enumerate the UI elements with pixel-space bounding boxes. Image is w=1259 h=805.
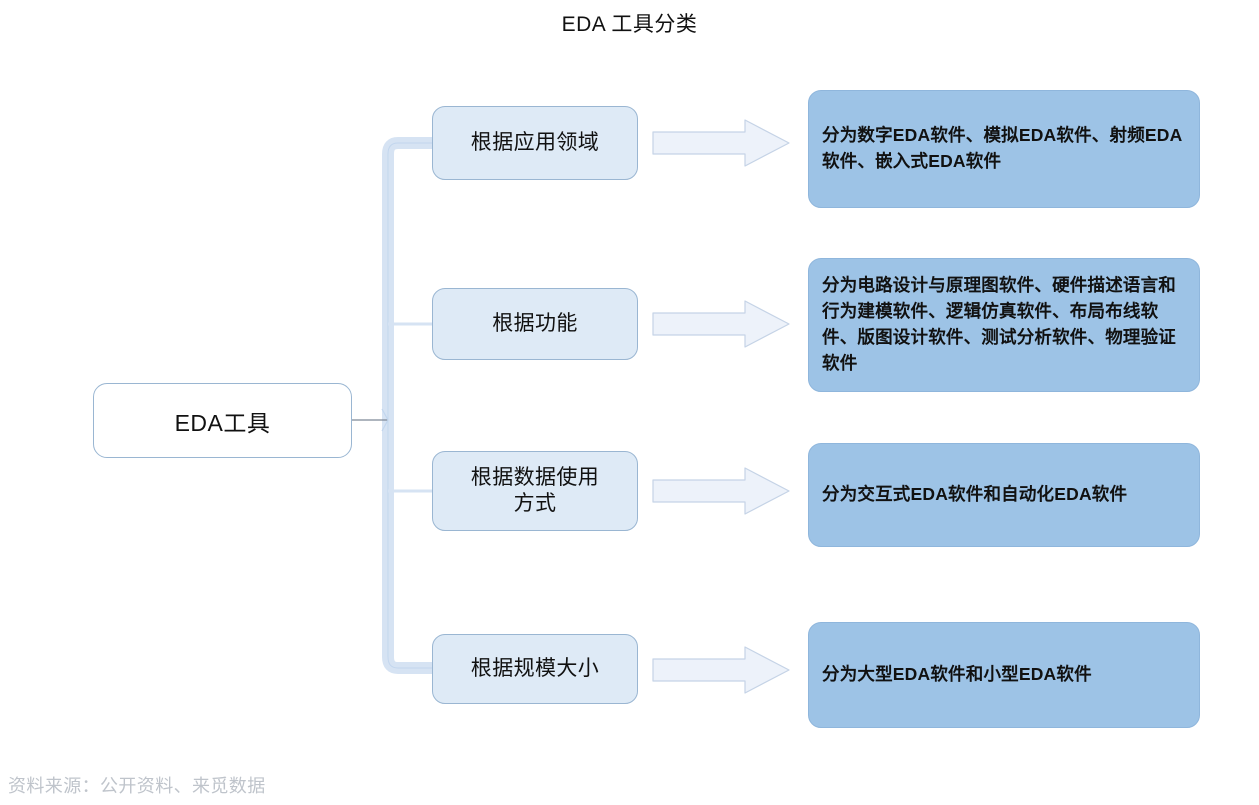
description-box-data-usage[interactable]: 分为交互式EDA软件和自动化EDA软件: [808, 443, 1200, 547]
right-arrow-icon: [652, 119, 790, 167]
description-text: 分为交互式EDA软件和自动化EDA软件: [822, 484, 1128, 505]
page-title: EDA 工具分类: [561, 13, 698, 36]
description-box-function[interactable]: 分为电路设计与原理图软件、硬件描述语言和行为建模软件、逻辑仿真软件、布局布线软件…: [808, 258, 1200, 392]
category-label: 根据数据使用 方式: [470, 466, 600, 515]
right-arrow-icon: [652, 646, 790, 694]
root-node-eda-tools[interactable]: EDA工具: [93, 383, 352, 458]
description-box-application-domain[interactable]: 分为数字EDA软件、模拟EDA软件、射频EDA软件、嵌入式EDA软件: [808, 90, 1200, 208]
description-box-scale[interactable]: 分为大型EDA软件和小型EDA软件: [808, 622, 1200, 728]
category-label: 根据规模大小: [470, 657, 600, 681]
right-arrow-icon: [652, 467, 790, 515]
root-node-label: EDA工具: [174, 409, 271, 436]
category-box-function[interactable]: 根据功能: [432, 288, 638, 360]
description-text: 分为电路设计与原理图软件、硬件描述语言和行为建模软件、逻辑仿真软件、布局布线软件…: [822, 275, 1176, 373]
source-note: 资料来源：公开资料、来觅数据: [8, 776, 266, 796]
description-text: 分为大型EDA软件和小型EDA软件: [822, 664, 1092, 685]
description-text: 分为数字EDA软件、模拟EDA软件、射频EDA软件、嵌入式EDA软件: [822, 125, 1183, 171]
category-box-data-usage[interactable]: 根据数据使用 方式: [432, 451, 638, 531]
category-label: 根据应用领域: [470, 131, 600, 155]
category-label: 根据功能: [492, 312, 578, 336]
category-box-scale[interactable]: 根据规模大小: [432, 634, 638, 704]
category-box-application-domain[interactable]: 根据应用领域: [432, 106, 638, 180]
right-arrow-icon: [652, 300, 790, 348]
